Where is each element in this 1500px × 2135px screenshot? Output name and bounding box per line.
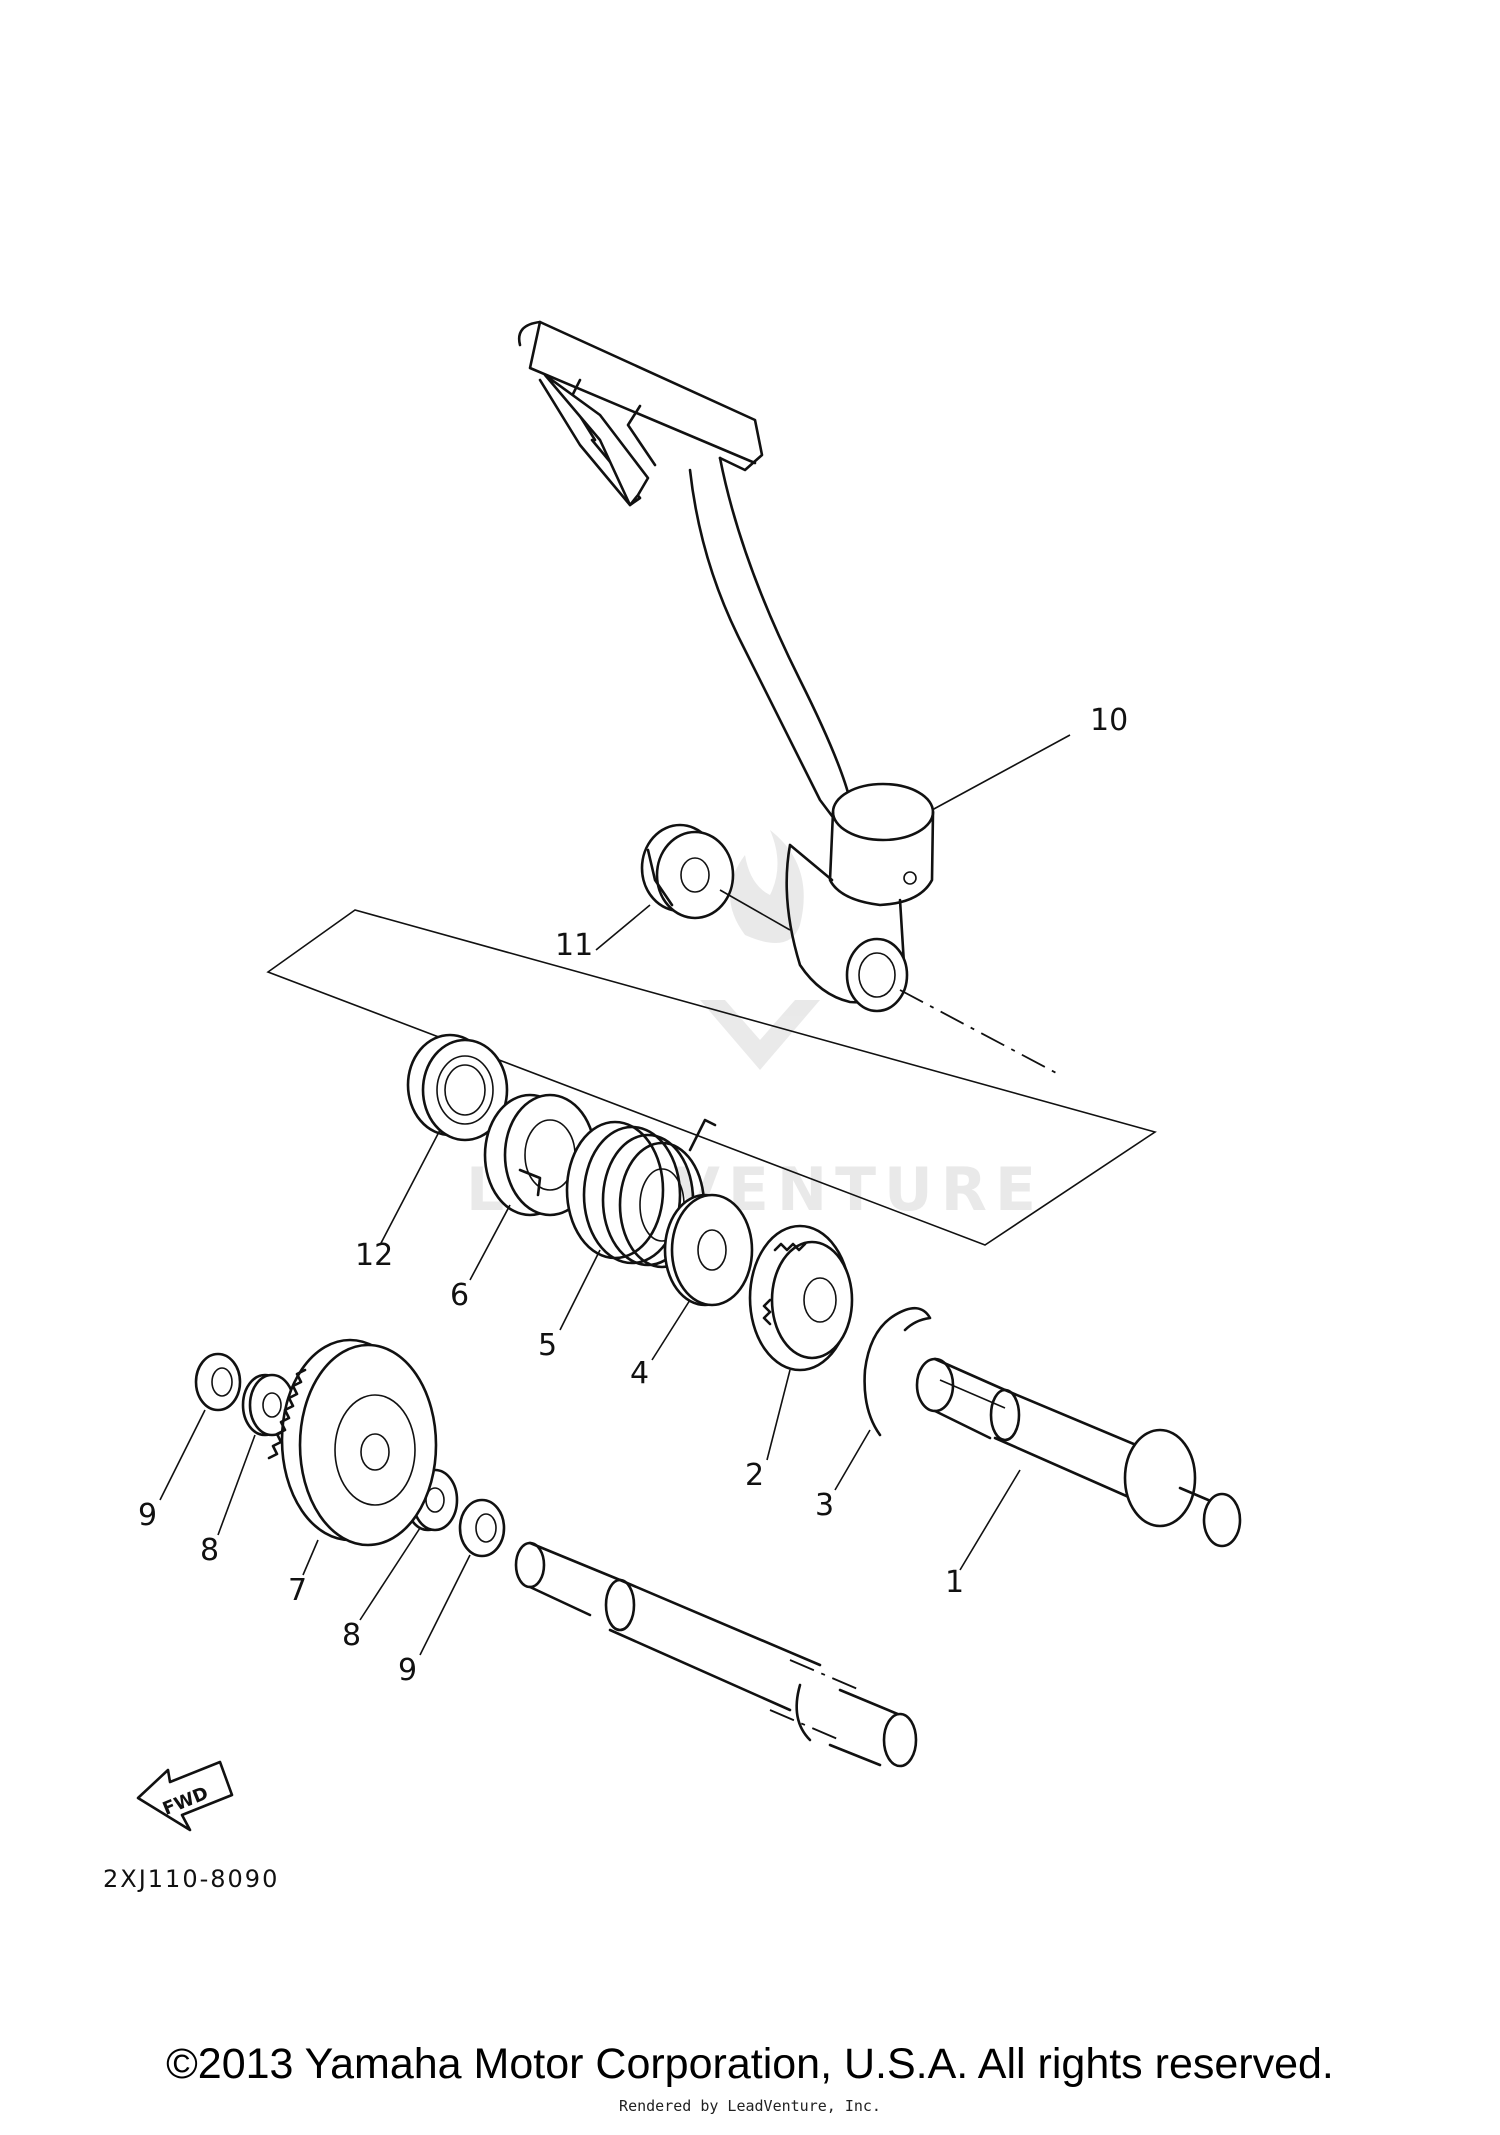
callout-5: 5 (538, 1328, 557, 1363)
callout-9b: 9 (398, 1653, 417, 1688)
kick-axle (915, 1357, 1242, 1548)
callout-7: 7 (288, 1573, 307, 1608)
callout-1: 1 (945, 1565, 964, 1600)
callout-8b: 8 (342, 1618, 361, 1653)
kick-spring (565, 1118, 717, 1269)
leader-lines (159, 734, 1071, 1656)
circlip-2 (458, 1498, 506, 1558)
callout-2: 2 (745, 1458, 764, 1493)
rendered-by-notice: Rendered by LeadVenture, Inc. (619, 2097, 881, 2115)
callout-12: 12 (355, 1238, 393, 1273)
callout-9a: 9 (138, 1498, 157, 1533)
kick-idle-gear (267, 1338, 438, 1547)
callout-11: 11 (555, 928, 593, 963)
callout-6: 6 (450, 1278, 469, 1313)
assembly-bracket (266, 909, 1157, 1246)
main-axle (514, 1541, 918, 1768)
oil-seal (406, 1033, 509, 1142)
copyright-notice: ©2013 Yamaha Motor Corporation, U.S.A. A… (166, 2040, 1334, 2088)
nut (640, 823, 735, 920)
callout-4: 4 (630, 1356, 649, 1391)
callout-8a: 8 (200, 1533, 219, 1568)
callout-labels: 10 11 12 6 5 4 2 3 1 9 8 7 8 9 (138, 703, 1128, 1688)
clip (863, 1306, 932, 1437)
drawing-code: 2XJ110-8090 (103, 1865, 280, 1893)
washer (663, 1193, 754, 1307)
callout-10: 10 (1090, 703, 1128, 738)
circlip-1 (194, 1352, 242, 1412)
callout-3: 3 (815, 1488, 834, 1523)
ratchet (748, 1224, 854, 1372)
fwd-arrow-icon: FWD (136, 1760, 234, 1832)
kick-crank (517, 320, 935, 1013)
